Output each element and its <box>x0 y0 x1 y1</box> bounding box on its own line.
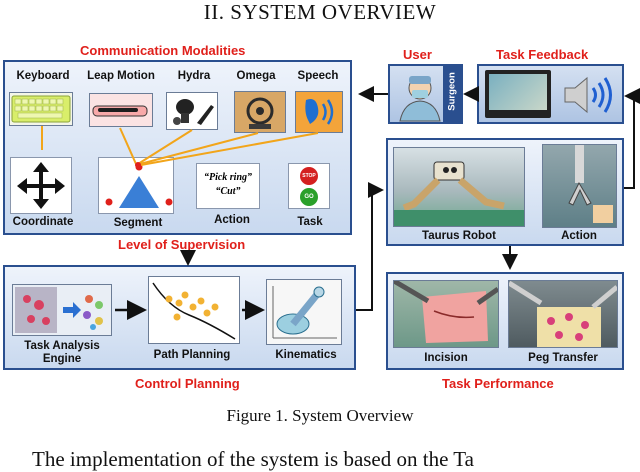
task-performance-title: Task Performance <box>442 376 554 391</box>
speech-icon <box>305 99 334 125</box>
user-panel: Surgeon <box>388 64 463 124</box>
hydra-image <box>166 92 218 130</box>
action-box: “Pick ring” “Cut” <box>196 163 260 209</box>
device-label-omega: Omega <box>236 70 276 82</box>
speech-image <box>295 91 343 133</box>
four-way-arrow-icon <box>17 162 65 209</box>
leap-motion-icon <box>92 105 148 117</box>
communication-title: Communication Modalities <box>80 43 246 58</box>
action-text-cut: “Cut” <box>215 186 241 197</box>
peg-transfer-icon <box>507 280 619 347</box>
omega-icon <box>246 97 274 129</box>
surgeon-badge-bg <box>443 66 461 122</box>
device-label-leap-motion: Leap Motion <box>87 70 155 82</box>
kinematics-icon <box>272 286 337 339</box>
incision-label: Incision <box>424 352 468 364</box>
keyboard-icon <box>11 95 71 123</box>
user-title: User <box>403 47 432 62</box>
taurus-robot-label: Taurus Robot <box>422 230 496 242</box>
kinematics-image <box>266 279 342 345</box>
task-label: Task <box>297 216 323 228</box>
coordinate-box <box>10 157 72 214</box>
kinematics-label: Kinematics <box>275 349 337 361</box>
path-planning-icon <box>152 282 236 340</box>
speaker-icon <box>564 76 612 114</box>
figure-caption: Figure 1. System Overview <box>226 406 414 425</box>
monitor-icon <box>485 70 551 118</box>
body-text: The implementation of the system is base… <box>32 447 474 471</box>
task-analysis-line2: Engine <box>42 353 82 365</box>
taurus-robot-image <box>393 147 525 227</box>
hydra-icon <box>173 99 214 125</box>
peg-transfer-image <box>507 280 619 348</box>
robot-action-label: Action <box>561 230 597 242</box>
device-label-hydra: Hydra <box>177 70 211 82</box>
task-feedback-title: Task Feedback <box>496 47 589 62</box>
task-analysis-line1: Task Analysis <box>24 340 100 352</box>
action-label: Action <box>214 214 250 226</box>
task-box: STOP GO <box>288 163 330 209</box>
keyboard-image <box>9 92 73 126</box>
task-feedback-panel <box>477 64 624 124</box>
robot-action-image <box>542 144 617 228</box>
device-label-speech: Speech <box>297 70 339 82</box>
go-button-icon: GO <box>300 188 318 206</box>
omega-image <box>234 91 286 133</box>
section-title: II. SYSTEM OVERVIEW <box>203 0 437 24</box>
task-analysis-icon <box>15 287 103 333</box>
peg-transfer-label: Peg Transfer <box>528 352 598 364</box>
task-analysis-image <box>12 284 112 336</box>
path-planning-label: Path Planning <box>153 349 231 361</box>
supervision-title: Level of Supervision <box>118 237 246 252</box>
robot-icon <box>394 161 524 226</box>
surgeon-icon <box>399 76 441 122</box>
segment-label: Segment <box>113 217 163 229</box>
control-planning-title: Control Planning <box>135 376 240 391</box>
device-label-keyboard: Keyboard <box>16 70 70 82</box>
incision-image <box>392 278 500 348</box>
action-text-pick-ring: “Pick ring” <box>203 172 253 183</box>
incision-icon <box>392 278 500 343</box>
gripper-icon <box>568 145 613 223</box>
path-planning-image <box>148 276 240 344</box>
coordinate-label: Coordinate <box>12 216 74 228</box>
stop-button-icon: STOP <box>300 167 318 185</box>
leap-motion-image <box>89 93 153 127</box>
